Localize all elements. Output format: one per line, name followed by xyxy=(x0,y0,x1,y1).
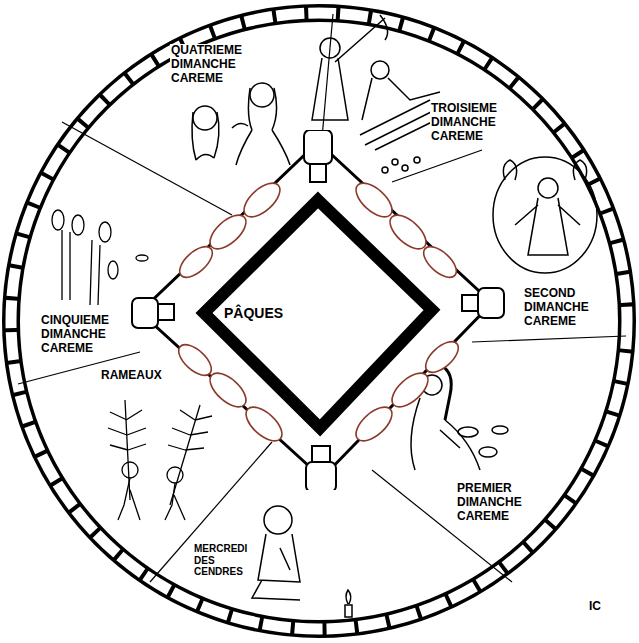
segment-dividers xyxy=(18,14,626,582)
center-diamond xyxy=(130,130,505,490)
sunday-label: CINQUIEME DIMANCHE CAREME xyxy=(40,314,110,355)
palm-branches xyxy=(108,400,212,520)
sunday-label: PREMIER DIMANCHE CAREME xyxy=(456,482,523,523)
easter-diamond: PÂQUES xyxy=(130,130,505,490)
feast-title: PÂQUES xyxy=(223,305,284,321)
ring-panes xyxy=(11,13,627,629)
outer-ring xyxy=(11,13,627,629)
sunday-label: MERCREDI DES CENDRES xyxy=(193,543,248,578)
sunday-label: QUATRIEME DIMANCHE CAREME xyxy=(170,44,243,85)
samaritan-figures xyxy=(192,83,290,165)
kneeling-child xyxy=(252,506,352,617)
sunday-label: IC xyxy=(588,600,602,614)
sunday-label: RAMEAUX xyxy=(100,369,163,383)
sunday-label: SECOND DIMANCHE CAREME xyxy=(523,287,590,328)
seed-tree xyxy=(52,210,148,305)
transfiguration xyxy=(493,157,597,273)
sunday-label: TROISIEME DIMANCHE CAREME xyxy=(430,102,498,143)
